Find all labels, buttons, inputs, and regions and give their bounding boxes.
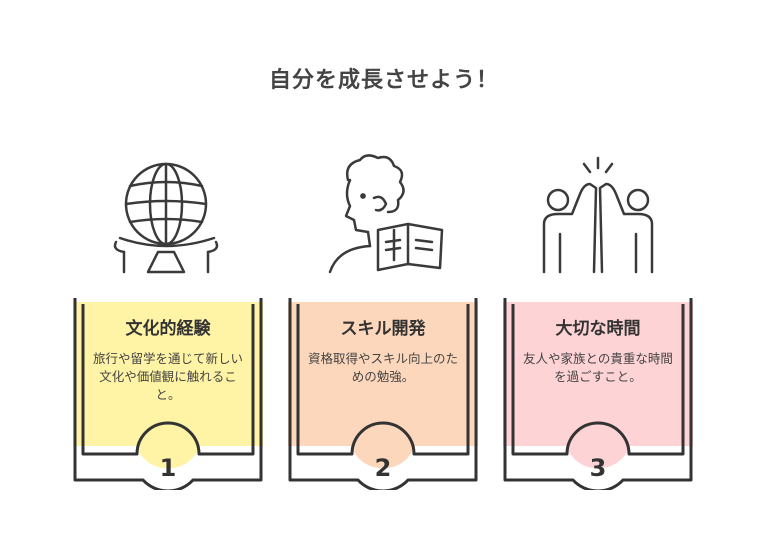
card-title: 大切な時間	[555, 319, 641, 339]
card-title: スキル開発	[340, 319, 426, 339]
card-number: 1	[159, 454, 177, 482]
card-title: 文化的経験	[125, 319, 211, 339]
card-number: 2	[374, 454, 392, 482]
person-reading-book-icon	[328, 154, 444, 274]
card-frame	[288, 298, 478, 490]
card-frame	[73, 298, 263, 490]
card-description: 旅行や留学を通じて新しい文化や価値観に触れること。	[92, 351, 243, 402]
globe-icon	[113, 162, 219, 274]
step-card-1: 文化的経験 旅行や留学を通じて新しい文化や価値観に触れること。 1	[65, 290, 271, 490]
high-five-icon	[542, 156, 654, 274]
step-card-2: スキル開発 資格取得やスキル向上のための勉強。 2	[280, 290, 486, 490]
card-description: 友人や家族との貴重な時間を過ごすこと。	[523, 351, 673, 384]
card-number: 3	[589, 454, 607, 482]
step-card-3: 大切な時間 友人や家族との貴重な時間を過ごすこと。 3	[495, 290, 701, 490]
page-title: 自分を成長させよう！	[268, 68, 499, 93]
card-background	[503, 302, 693, 469]
card-frame	[503, 298, 693, 490]
card-background	[73, 302, 263, 469]
card-description: 資格取得やスキル向上のための勉強。	[307, 351, 458, 384]
card-background	[288, 302, 478, 469]
